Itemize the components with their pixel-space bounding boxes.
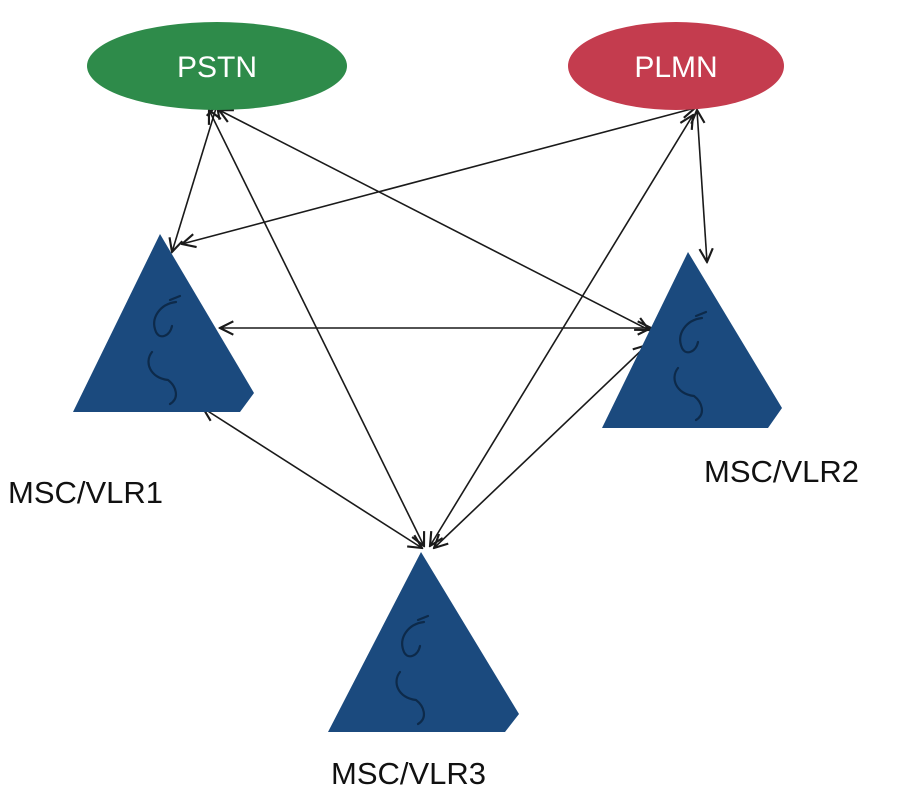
link-plmn-msc2 (697, 110, 707, 262)
msc-vlr2-triangle (602, 252, 782, 428)
msc-vlr1-triangle (73, 234, 254, 412)
link-pstn-msc1 (172, 105, 217, 252)
pstn-label: PSTN (177, 51, 257, 84)
plmn-ellipse (568, 22, 784, 110)
plmn-label: PLMN (634, 51, 717, 84)
link-msc1-msc3 (203, 408, 422, 548)
switch-icon (673, 310, 708, 422)
plmn-node: PLMN (568, 22, 784, 110)
msc-vlr1-node: MSC/VLR1 (8, 234, 254, 510)
switch-icon (147, 294, 182, 406)
links-layer (172, 105, 707, 548)
msc-vlr2-label: MSC/VLR2 (704, 454, 859, 489)
switch-icon (395, 614, 430, 726)
msc-vlr3-triangle (328, 552, 519, 732)
pstn-ellipse (87, 22, 347, 110)
link-msc2-msc3 (434, 345, 647, 548)
msc-vlr2-node: MSC/VLR2 (602, 252, 859, 489)
pstn-node: PSTN (87, 22, 347, 110)
link-pstn-msc2 (219, 110, 649, 330)
link-plmn-msc1 (182, 108, 695, 244)
msc-vlr1-label: MSC/VLR1 (8, 475, 163, 510)
msc-vlr3-node: MSC/VLR3 (328, 552, 519, 791)
msc-vlr3-label: MSC/VLR3 (331, 756, 486, 791)
